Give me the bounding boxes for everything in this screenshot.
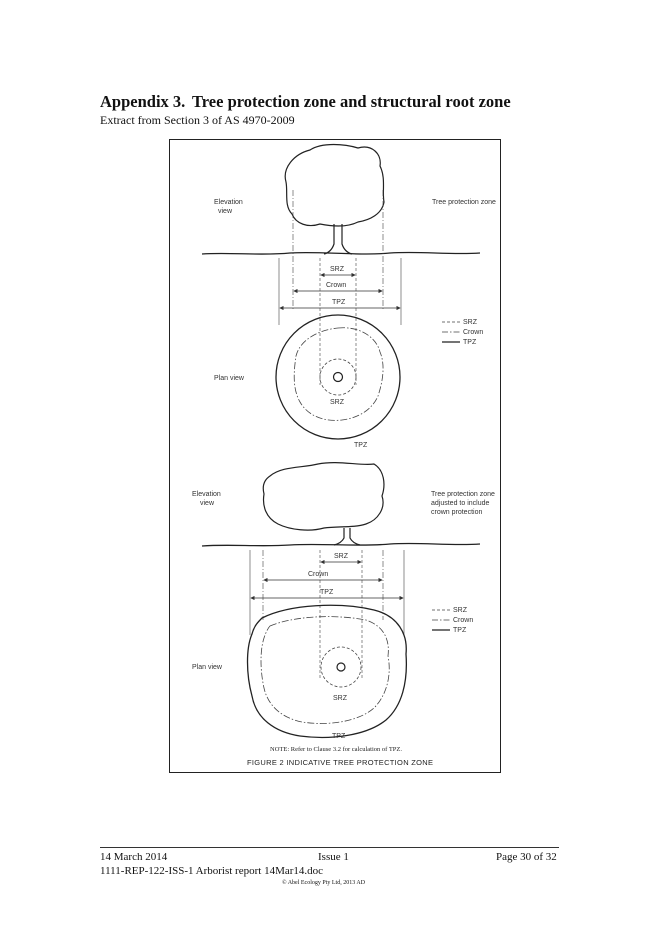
top-tpz-label: TPZ — [332, 299, 346, 306]
bottom-tree-crown — [262, 461, 385, 531]
top-tree-crown — [284, 143, 385, 227]
figure-note: NOTE: Refer to Clause 3.2 for calculatio… — [270, 746, 402, 753]
top-elevation-label-1: Elevation — [214, 199, 243, 206]
top-legend-tpz: TPZ — [463, 339, 477, 346]
bottom-plan-srz-label: SRZ — [333, 695, 348, 702]
bottom-zone-label-1: Tree protection zone — [431, 491, 495, 498]
figure-frame: Elevation view Tree protection zone SRZ … — [169, 139, 501, 773]
bottom-legend: SRZ Crown TPZ — [432, 607, 473, 634]
bottom-plan-tpz-label: TPZ — [332, 733, 346, 740]
top-plan-tpz-label: TPZ — [354, 442, 368, 449]
top-plan-tpz-circle — [275, 314, 401, 440]
top-legend: SRZ Crown TPZ — [442, 319, 483, 346]
appendix-subheading: Extract from Section 3 of AS 4970-2009 — [100, 113, 295, 127]
top-srz-label: SRZ — [330, 266, 345, 273]
bottom-plan-srz-circle — [320, 646, 362, 688]
top-plan-trunk — [332, 371, 344, 383]
top-zone-label: Tree protection zone — [432, 199, 496, 206]
top-plan-crown — [293, 327, 384, 421]
appendix-number: Appendix 3. — [100, 92, 186, 111]
top-diagram: Elevation view Tree protection zone SRZ … — [201, 143, 496, 449]
top-legend-crown: Crown — [463, 329, 483, 336]
top-plan-srz-circle — [319, 358, 357, 396]
top-legend-srz: SRZ — [463, 319, 478, 326]
footer-date: 14 March 2014 — [100, 851, 168, 863]
bottom-srz-label: SRZ — [334, 553, 349, 560]
bottom-tpz-label: TPZ — [320, 589, 334, 596]
footer-docref: 1111-REP-122-ISS-1 Arborist report 14Mar… — [100, 865, 324, 877]
bottom-elevation-label-1: Elevation — [192, 491, 221, 498]
bottom-diagram: Elevation view Tree protection zone adju… — [192, 461, 495, 740]
bottom-elevation-label-2: view — [200, 500, 215, 507]
bottom-plan-tpz-outline — [246, 604, 408, 739]
footer-page: Page 30 of 32 — [496, 851, 557, 863]
bottom-plan-trunk — [336, 662, 346, 672]
bottom-zone-label-3: crown protection — [431, 509, 482, 516]
bottom-plan-crown — [260, 616, 390, 724]
top-ground-line — [201, 251, 481, 255]
bottom-tree-trunk — [333, 528, 361, 546]
top-plan-label: Plan view — [214, 375, 245, 382]
bottom-ground-line — [201, 542, 481, 547]
bottom-legend-tpz: TPZ — [453, 627, 467, 634]
appendix-title: Tree protection zone and structural root… — [192, 92, 511, 111]
bottom-legend-crown: Crown — [453, 617, 473, 624]
figure-caption: FIGURE 2 INDICATIVE TREE PROTECTION ZONE — [247, 758, 433, 767]
bottom-plan-label: Plan view — [192, 664, 223, 671]
top-crown-label: Crown — [326, 282, 346, 289]
bottom-legend-srz: SRZ — [453, 607, 468, 614]
bottom-zone-label-2: adjusted to include — [431, 500, 489, 507]
top-elevation-label-2: view — [218, 208, 233, 215]
appendix-heading: Appendix 3. Tree protection zone and stru… — [100, 92, 511, 112]
top-tree-trunk — [323, 224, 353, 255]
tpz-figure: Elevation view Tree protection zone SRZ … — [192, 143, 496, 767]
footer-copyright: © Abel Ecology Pty Ltd, 2013 AD — [282, 880, 366, 886]
top-plan-srz-label: SRZ — [330, 399, 345, 406]
footer-issue: Issue 1 — [318, 851, 349, 863]
bottom-crown-label: Crown — [308, 571, 328, 578]
footer-rule — [100, 847, 559, 848]
